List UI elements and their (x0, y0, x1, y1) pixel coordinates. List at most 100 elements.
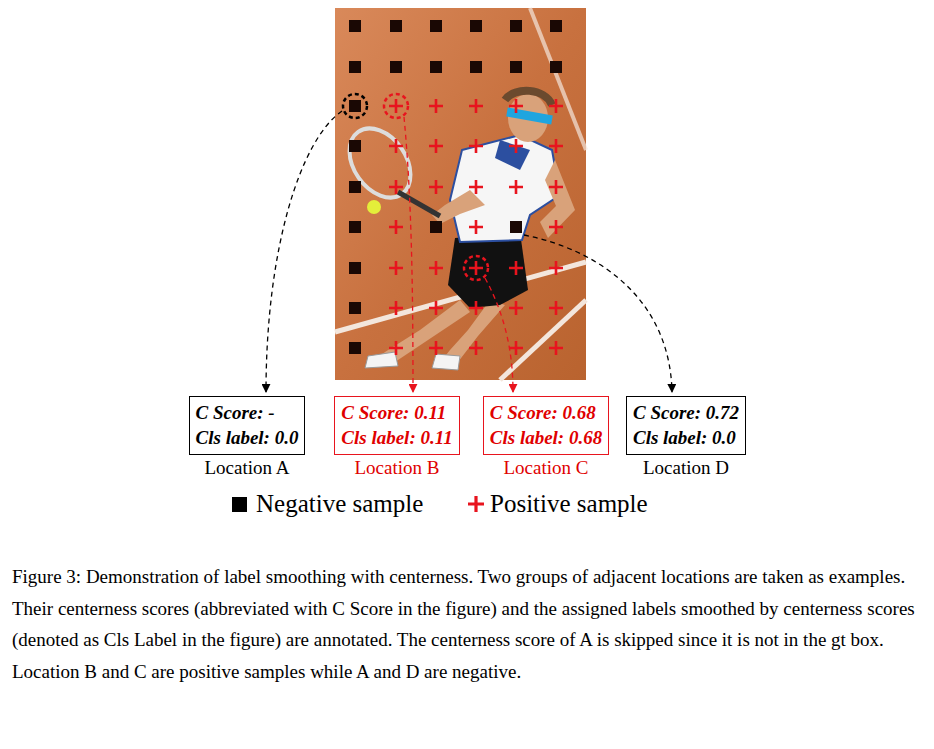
location-label: Location D (643, 456, 729, 480)
legend-plus-sample (468, 496, 484, 512)
player-shoe (432, 354, 460, 370)
positive-marker (509, 99, 523, 113)
racket-handle (398, 192, 440, 216)
negative-marker (390, 61, 402, 73)
positive-marker (469, 301, 483, 315)
score-box: C Score: 0.68Cls label: 0.68 (483, 396, 609, 455)
location-box: C Score: 0.68Cls label: 0.68Location C (483, 396, 609, 480)
score-text: C Score: 0.11 (341, 400, 452, 425)
negative-marker (390, 20, 402, 32)
court-line (500, 300, 586, 380)
negative-marker (550, 61, 562, 73)
positive-marker (389, 220, 403, 234)
negative-marker (430, 221, 442, 233)
player-headband (507, 112, 552, 120)
negative-marker (349, 20, 361, 32)
player-arm (540, 160, 575, 238)
negative-marker (430, 61, 442, 73)
negative-marker (349, 181, 361, 193)
positive-marker (429, 301, 443, 315)
negative-marker (349, 100, 361, 112)
negative-marker (349, 140, 361, 152)
score-box: C Score: 0.72Cls label: 0.0 (626, 396, 746, 455)
highlight-circle (343, 94, 367, 118)
positive-marker (429, 99, 443, 113)
positive-marker (389, 301, 403, 315)
tennis-ball (367, 200, 381, 214)
leader-line (485, 278, 513, 392)
legend-text: Positive sample (490, 489, 648, 519)
negative-marker (430, 20, 442, 32)
positive-marker (469, 99, 483, 113)
location-box: C Score: 0.11Cls label: 0.11Location B (334, 396, 459, 480)
photo-background (335, 8, 586, 380)
leader-line (404, 117, 413, 392)
score-text: C Score: 0.68 (490, 400, 602, 425)
negative-marker (349, 302, 361, 314)
figure-caption: Figure 3: Demonstration of label smoothi… (12, 561, 924, 687)
positive-marker (509, 301, 523, 315)
positive-marker (389, 139, 403, 153)
player-arm (432, 190, 485, 224)
positive-marker (549, 341, 563, 355)
positive-marker (469, 180, 483, 194)
negative-marker (550, 20, 562, 32)
negative-marker (510, 221, 522, 233)
legend-entry: Positive sample (490, 489, 648, 519)
location-box: C Score: 0.72Cls label: 0.0Location D (626, 396, 746, 480)
score-text: Cls label: 0.68 (490, 425, 602, 450)
positive-marker (549, 301, 563, 315)
negative-marker (349, 342, 361, 354)
positive-marker (389, 261, 403, 275)
positive-marker (429, 180, 443, 194)
positive-marker (549, 180, 563, 194)
highlight-circle (464, 256, 488, 280)
positive-marker (429, 341, 443, 355)
positive-marker (549, 139, 563, 153)
player-leg (442, 300, 505, 362)
location-box: C Score: -Cls label: 0.0Location A (189, 396, 306, 480)
positive-marker (389, 99, 403, 113)
location-label: Location B (355, 456, 440, 480)
leader-line (266, 111, 342, 392)
positive-marker (429, 261, 443, 275)
score-box: C Score: 0.11Cls label: 0.11 (334, 396, 459, 455)
score-text: C Score: - (196, 400, 299, 425)
score-box: C Score: -Cls label: 0.0 (189, 396, 306, 455)
positive-marker (469, 261, 483, 275)
negative-marker (349, 61, 361, 73)
player-hair (505, 91, 552, 105)
positive-marker (389, 180, 403, 194)
score-text: Cls label: 0.0 (196, 425, 299, 450)
positive-marker (509, 180, 523, 194)
positive-marker (429, 139, 443, 153)
shirt-collar (495, 140, 530, 170)
location-label: Location C (504, 456, 589, 480)
positive-marker (549, 220, 563, 234)
positive-marker (549, 261, 563, 275)
positive-marker (389, 341, 403, 355)
score-text: Cls label: 0.11 (341, 425, 452, 450)
player-shorts (448, 232, 528, 308)
positive-marker (469, 220, 483, 234)
positive-marker (469, 139, 483, 153)
positive-marker (509, 261, 523, 275)
leader-line (524, 235, 672, 392)
legend-swatch (232, 497, 247, 512)
positive-marker (509, 139, 523, 153)
player-shoe (365, 352, 398, 368)
negative-marker (510, 61, 522, 73)
highlight-circle (384, 94, 408, 118)
location-label: Location A (205, 456, 290, 480)
positive-marker (469, 341, 483, 355)
negative-marker (349, 221, 361, 233)
positive-marker (549, 99, 563, 113)
score-text: Cls label: 0.0 (633, 425, 739, 450)
negative-marker (470, 61, 482, 73)
positive-marker (509, 341, 523, 355)
negative-marker (470, 20, 482, 32)
legend-text: Negative sample (256, 489, 423, 519)
racket-frame (337, 117, 423, 209)
legend-entry: Negative sample (232, 489, 423, 519)
